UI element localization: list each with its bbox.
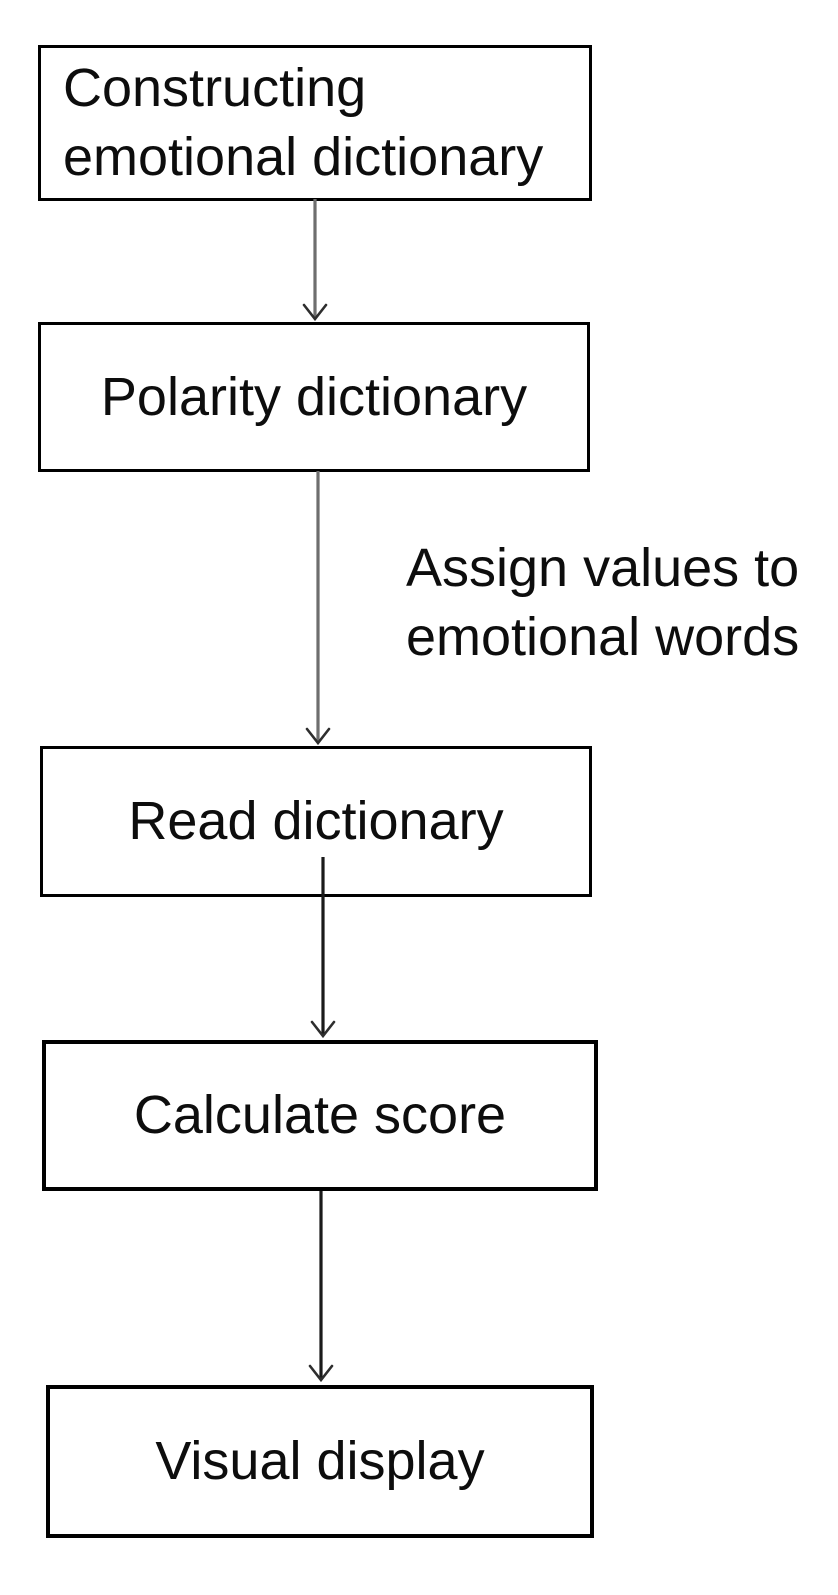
flow-box-polarity-dictionary: Polarity dictionary [38,322,590,472]
edge-label-line: emotional words [406,607,800,667]
edge-label-assign-values: Assign values to emotional words [406,534,799,672]
flow-box-constructing-emotional-dictionary: Constructing emotional dictionary [38,45,592,201]
down-arrow-icon [302,199,328,322]
flow-box-calculate-score: Calculate score [42,1040,598,1191]
down-arrow-icon [310,857,336,1039]
arrow-head-chevron [305,727,331,746]
arrow-head-chevron [310,1020,336,1039]
flow-box-visual-display: Visual display [46,1385,594,1538]
flow-box-label-line: Constructing [63,58,367,118]
flow-box-label: Read dictionary [128,791,504,851]
flow-box-label-line: emotional dictionary [63,127,544,187]
flow-box-read-dictionary: Read dictionary [40,746,592,897]
flow-box-label: Visual display [155,1431,485,1491]
down-arrow-icon [308,1191,334,1383]
flow-box-label: Polarity dictionary [100,366,528,427]
edge-label-line: Assign values to [406,538,800,598]
down-arrow-icon [305,471,331,746]
arrow-head-chevron [308,1364,334,1383]
flow-box-label: Calculate score [133,1085,507,1145]
arrow-head-chevron [302,303,328,322]
